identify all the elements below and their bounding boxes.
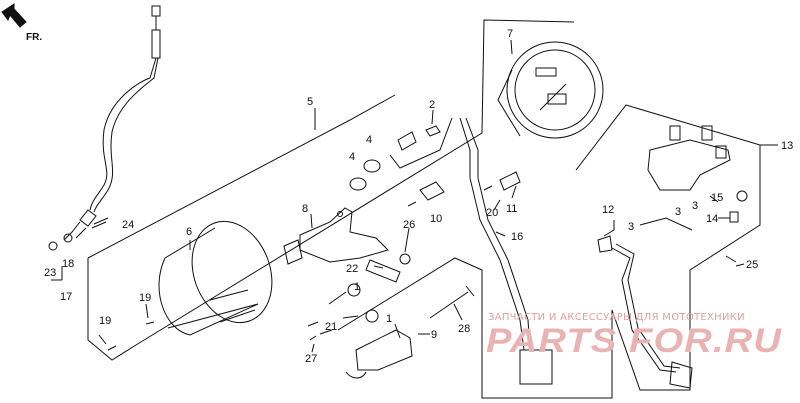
callout-19b: 19	[99, 315, 111, 327]
callout-6: 6	[186, 226, 192, 238]
callout-23: 23	[44, 267, 56, 279]
callout-19a: 19	[139, 292, 151, 304]
callout-27: 27	[305, 353, 317, 365]
callout-1b: 1	[386, 313, 392, 325]
indicator-harness-12	[611, 217, 693, 373]
callout-8: 8	[302, 203, 308, 215]
connector-16	[519, 349, 553, 385]
frame-group-13	[575, 104, 761, 391]
grommet-23	[48, 241, 58, 251]
frame-group-5	[87, 19, 575, 361]
collar-22	[365, 259, 401, 283]
bolt-28	[429, 285, 475, 319]
screw-25	[725, 255, 737, 263]
meter-case	[158, 220, 273, 336]
frame-group-5-top	[87, 94, 396, 259]
grommet-26	[399, 253, 411, 265]
callout-28: 28	[458, 323, 470, 335]
speedometer-cable	[63, 5, 161, 243]
screw-20	[483, 171, 521, 191]
callout-3b: 3	[692, 200, 698, 212]
screw-14	[729, 211, 739, 223]
callout-24: 24	[122, 219, 134, 231]
meter-harness-16	[459, 117, 525, 351]
screw-24	[91, 217, 109, 229]
callout-20: 20	[486, 207, 498, 219]
callout-14: 14	[706, 213, 718, 225]
callout-4b: 4	[366, 134, 372, 146]
screw-27	[307, 321, 319, 341]
bracket-9	[355, 329, 413, 371]
grommet-4b	[363, 159, 381, 173]
frame-group-1	[337, 257, 613, 399]
indicator-bracket	[647, 125, 731, 191]
callout-7: 7	[507, 28, 513, 40]
watermark: ЗАПЧАСТИ И АКСЕССУАРЫ ДЛЯ МОТОТЕХНИКИ PA…	[486, 312, 782, 360]
speedometer	[497, 41, 604, 139]
callout-9: 9	[431, 329, 437, 341]
front-arrow-icon	[1, 3, 27, 28]
connector-12	[669, 361, 693, 389]
watermark-caption: ЗАПЧАСТИ И АКСЕССУАРЫ ДЛЯ МОТОТЕХНИКИ	[488, 312, 745, 323]
callout-1a: 1	[354, 281, 360, 293]
callout-labels: FR. 1 1 2 4 4 5 6 7 8 9 10 11 12 13 14 1…	[26, 28, 793, 365]
watermark-logo: PARTS FOR.RU	[486, 322, 782, 360]
direction-label: FR.	[26, 32, 42, 43]
callout-11: 11	[506, 203, 517, 215]
callout-3c: 3	[628, 221, 634, 233]
callout-18: 18	[62, 258, 74, 270]
screw-19-lower	[107, 345, 117, 351]
callout-13: 13	[781, 140, 793, 152]
callout-3a: 3	[675, 206, 681, 218]
callout-15: 15	[711, 192, 723, 204]
grommet-4a	[349, 177, 367, 191]
callout-16: 16	[511, 231, 523, 243]
nut-15	[736, 190, 748, 202]
socket-10	[419, 181, 445, 201]
callout-22: 22	[346, 263, 358, 275]
callout-12: 12	[602, 204, 614, 216]
bulb-socket-left	[397, 131, 417, 151]
bulb-2	[425, 125, 441, 137]
callout-25: 25	[746, 259, 758, 271]
callout-17: 17	[60, 291, 72, 303]
meter-bracket	[283, 207, 389, 265]
nut-1-upper	[347, 283, 361, 297]
meter-wires-left	[389, 117, 453, 169]
screw-19-upper	[145, 321, 155, 325]
callout-26: 26	[403, 219, 415, 231]
callout-2: 2	[429, 99, 435, 111]
nut-1-lower	[365, 309, 379, 323]
callout-10: 10	[430, 213, 442, 225]
callout-21: 21	[325, 321, 337, 333]
callout-5: 5	[307, 96, 313, 108]
callout-4a: 4	[349, 151, 355, 163]
